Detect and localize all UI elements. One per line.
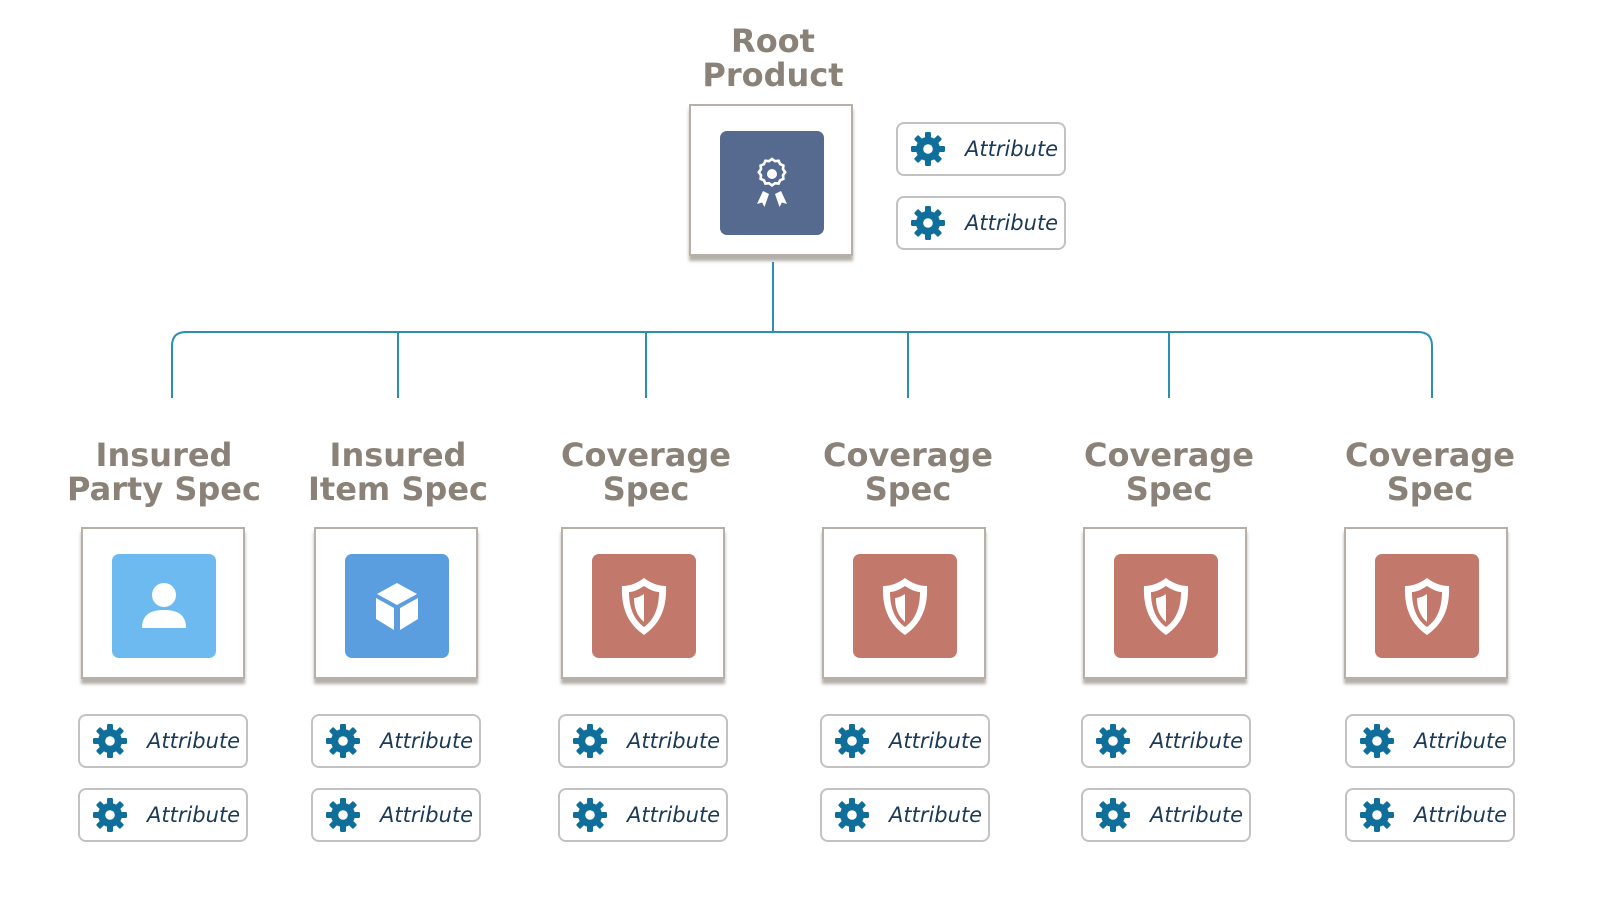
child-title-line: Spec [864,470,952,508]
gear-icon [1094,722,1132,760]
coverage-spec-title: Coverage Spec [1049,438,1289,506]
gear-icon [1358,796,1396,834]
coverage-spec-title: Coverage Spec [526,438,766,506]
gear-icon [1358,722,1396,760]
insured-item-spec-title: Insured Item Spec [278,438,518,506]
attribute-label: Attribute [965,137,1059,161]
attribute-label: Attribute [380,729,474,753]
root-product-title: Root Product [653,24,893,92]
attribute-label: Attribute [1414,803,1508,827]
gear-icon [1094,796,1132,834]
attribute-label: Attribute [1150,803,1244,827]
attribute-label: Attribute [889,803,983,827]
root-title-line: Product [702,56,844,94]
attribute-label: Attribute [147,803,241,827]
coverage-spec-card[interactable] [822,527,986,679]
shield-icon [882,578,928,635]
gear-icon [833,722,871,760]
child-title-line: Insured [95,436,233,474]
attribute-chip[interactable]: Attribute [1345,788,1515,842]
insured-party-spec-card[interactable] [81,527,245,679]
child-title-line: Spec [1386,470,1474,508]
child-title-line: Party Spec [67,470,261,508]
attribute-label: Attribute [627,729,721,753]
cube-icon [376,583,418,630]
coverage-spec-tile [592,554,696,658]
child-title-line: Spec [1125,470,1213,508]
shield-icon [621,578,667,635]
gear-icon [324,796,362,834]
attribute-chip[interactable]: Attribute [311,788,481,842]
root-attribute-chip[interactable]: Attribute [896,122,1066,176]
coverage-spec-tile [853,554,957,658]
attribute-label: Attribute [889,729,983,753]
attribute-chip[interactable]: Attribute [1081,788,1251,842]
attribute-chip[interactable]: Attribute [820,788,990,842]
shield-icon [1143,578,1189,635]
attribute-label: Attribute [147,729,241,753]
connector-bus [171,331,1433,398]
attribute-chip[interactable]: Attribute [78,714,248,768]
gear-icon [91,796,129,834]
attribute-label: Attribute [1150,729,1244,753]
coverage-spec-tile [1375,554,1479,658]
gear-icon [571,722,609,760]
attribute-chip[interactable]: Attribute [311,714,481,768]
root-attribute-chip[interactable]: Attribute [896,196,1066,250]
attribute-chip[interactable]: Attribute [820,714,990,768]
child-title-line: Insured [329,436,467,474]
gear-icon [324,722,362,760]
attribute-chip[interactable]: Attribute [78,788,248,842]
child-title-line: Coverage [1083,436,1254,474]
gear-icon [833,796,871,834]
root-product-tile [720,131,824,235]
child-title-line: Coverage [822,436,993,474]
coverage-spec-tile [1114,554,1218,658]
insured-item-spec-tile [345,554,449,658]
attribute-label: Attribute [627,803,721,827]
insured-item-spec-card[interactable] [314,527,478,679]
coverage-spec-title: Coverage Spec [1310,438,1550,506]
insured-party-spec-title: Insured Party Spec [44,438,284,506]
child-title-line: Coverage [1344,436,1515,474]
attribute-label: Attribute [965,211,1059,235]
gear-icon [909,204,947,242]
child-title-line: Item Spec [307,470,488,508]
attribute-label: Attribute [1414,729,1508,753]
attribute-chip[interactable]: Attribute [1345,714,1515,768]
award-icon [757,157,787,207]
gear-icon [91,722,129,760]
coverage-spec-card[interactable] [1083,527,1247,679]
root-title-line: Root [731,22,815,60]
gear-icon [909,130,947,168]
gear-icon [571,796,609,834]
user-icon [142,583,186,628]
child-title-line: Spec [602,470,690,508]
attribute-chip[interactable]: Attribute [558,714,728,768]
attribute-chip[interactable]: Attribute [1081,714,1251,768]
root-product-card[interactable] [689,104,853,256]
insured-party-spec-tile [112,554,216,658]
coverage-spec-card[interactable] [1344,527,1508,679]
child-title-line: Coverage [560,436,731,474]
coverage-spec-card[interactable] [561,527,725,679]
attribute-label: Attribute [380,803,474,827]
attribute-chip[interactable]: Attribute [558,788,728,842]
coverage-spec-title: Coverage Spec [788,438,1028,506]
shield-icon [1404,578,1450,635]
